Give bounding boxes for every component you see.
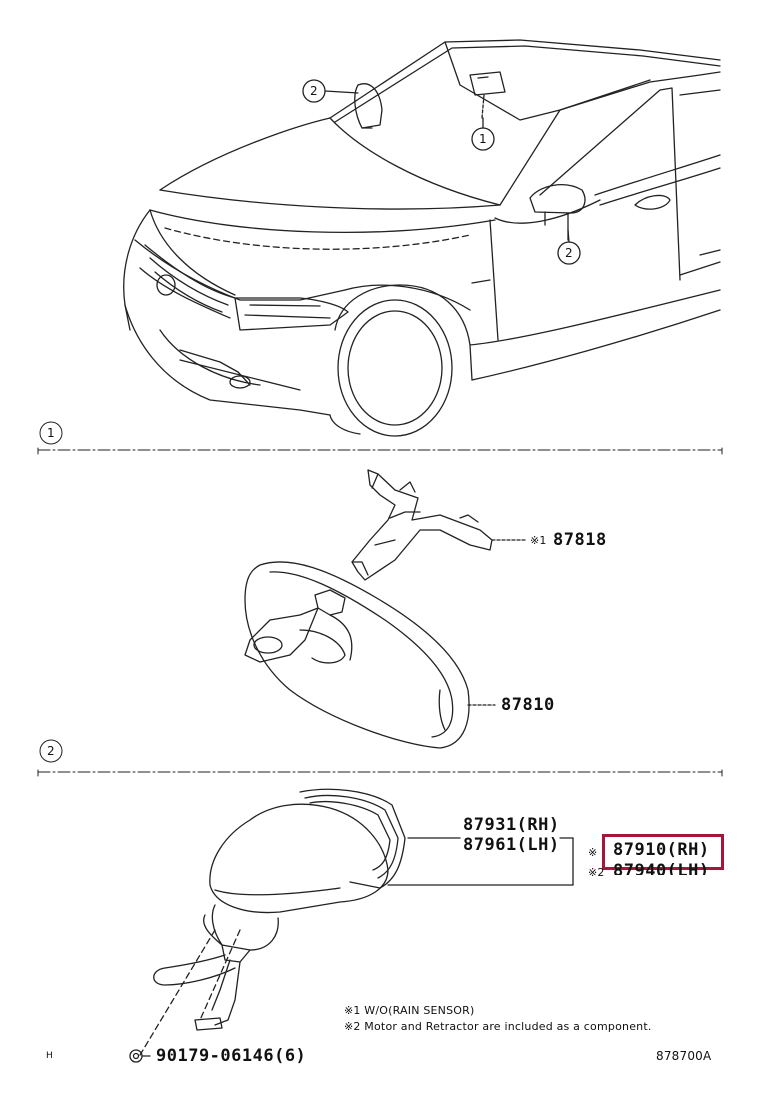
part-mark-87940: ※2: [588, 866, 605, 879]
car-illustration: [123, 39, 721, 437]
part-number-87931[interactable]: 87931(RH): [463, 815, 560, 835]
figure-code: 878700A: [656, 1049, 712, 1063]
part-number-87810[interactable]: 87810: [501, 695, 555, 715]
note-1: ※1 W/O(RAIN SENSOR): [344, 1004, 475, 1017]
part-number-90179[interactable]: 90179-06146(6): [156, 1046, 307, 1066]
car-callouts: [302, 79, 581, 265]
callout-label-2-door: 2: [565, 246, 573, 260]
bolt-symbol: [129, 1049, 143, 1063]
part-number-87910[interactable]: 87910(RH): [613, 840, 710, 860]
callout-label-2-windshield: 2: [310, 84, 318, 98]
note-2: ※2 Motor and Retractor are included as a…: [344, 1020, 652, 1033]
highlight-box-87910: [602, 834, 724, 870]
section-1-circle: [39, 421, 63, 445]
part-mark-87910: ※: [588, 846, 598, 859]
corner-mark: H: [46, 1051, 53, 1061]
section-dividers: [37, 421, 723, 777]
part-number-87961[interactable]: 87961(LH): [463, 835, 560, 855]
section-2-circle: [39, 739, 63, 763]
part-number-87940[interactable]: 87940(LH): [613, 863, 710, 875]
section-label-1: 1: [47, 426, 55, 440]
part-mark-87818: ※1: [530, 534, 547, 547]
part-number-87818[interactable]: 87818: [553, 530, 607, 550]
door-mirror-illustration: [129, 788, 574, 1063]
section-label-2: 2: [47, 744, 55, 758]
inner-mirror-illustration: [244, 469, 526, 749]
callout-label-1: 1: [479, 132, 487, 146]
